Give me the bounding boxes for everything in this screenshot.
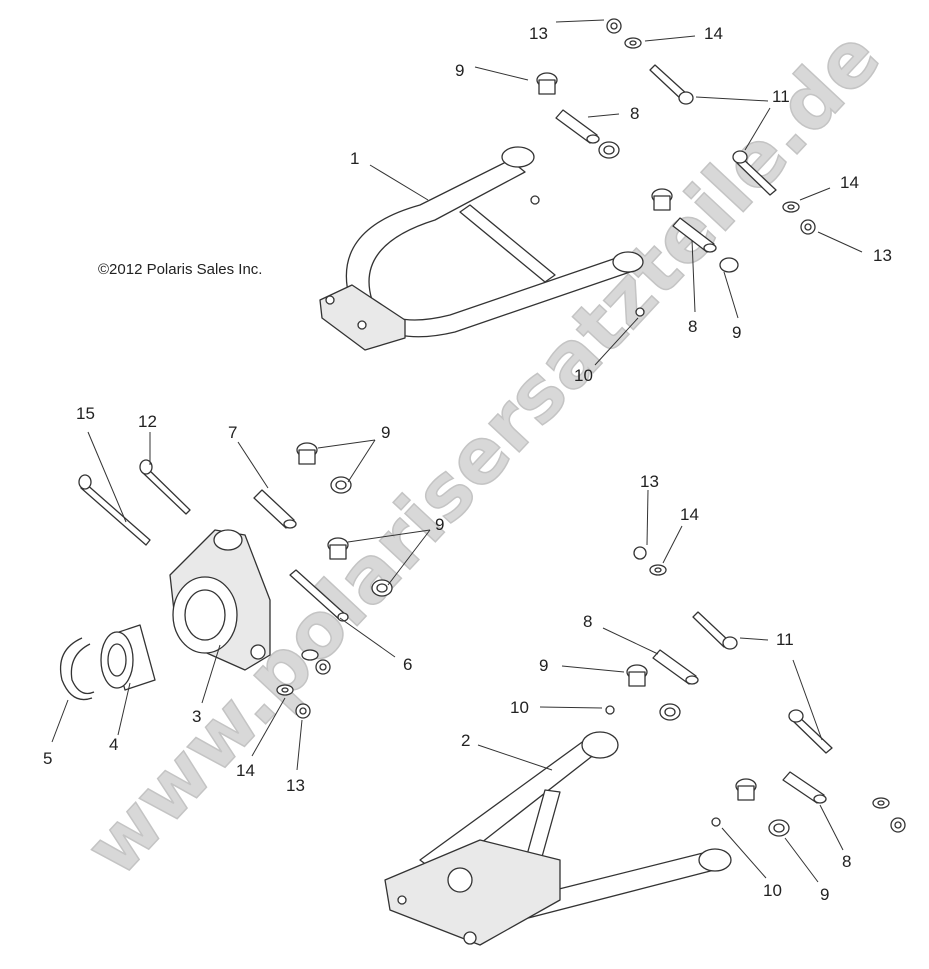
callout-9: 9 (435, 515, 444, 534)
callout-14: 14 (680, 505, 699, 524)
callout-8: 8 (630, 104, 639, 123)
callout-14: 14 (840, 173, 859, 192)
callout-10: 10 (510, 698, 529, 717)
leader-lines (51, 19, 863, 883)
callout-13: 13 (873, 246, 892, 265)
watermark: www.polarisersatzteile.de (68, 13, 897, 893)
callout-11: 11 (776, 630, 794, 649)
callout-10: 10 (763, 881, 782, 900)
callout-2: 2 (461, 731, 470, 750)
copyright-text: ©2012 Polaris Sales Inc. (98, 261, 262, 278)
callout-14: 14 (704, 24, 723, 43)
callout-6: 6 (403, 655, 412, 674)
callout-13: 13 (286, 776, 305, 795)
snap-ring (59, 637, 95, 701)
bolt-11-lower-b (788, 709, 833, 754)
callout-1: 1 (350, 149, 359, 168)
callout-9: 9 (820, 885, 829, 904)
callout-5: 5 (43, 749, 52, 768)
callout-9: 9 (539, 656, 548, 675)
washers-14 (276, 37, 890, 809)
callout-11: 11 (772, 87, 790, 106)
callout-9: 9 (732, 323, 741, 342)
callout-12: 12 (138, 412, 157, 431)
sleeve-8-upper-a (555, 109, 600, 144)
bushings-9 (296, 72, 790, 837)
callout-8: 8 (842, 852, 851, 871)
sleeve-8-upper-b (672, 217, 717, 253)
callout-8: 8 (688, 317, 697, 336)
callout-9: 9 (381, 423, 390, 442)
grease-fittings-10 (530, 195, 721, 827)
bolt-11-upper-a (649, 64, 694, 105)
wheel-bearing (100, 624, 156, 691)
bolt-12 (139, 459, 191, 515)
knuckle (169, 529, 271, 671)
bolt-11-lower-a (692, 611, 738, 650)
callout-labels: 13 14 9 11 8 1 14 13 8 9 10 15 12 7 9 9 … (43, 24, 892, 904)
sleeve-7 (253, 489, 297, 529)
callout-10: 10 (574, 366, 593, 385)
lower-a-arm (384, 731, 732, 946)
callout-8: 8 (583, 612, 592, 631)
callout-3: 3 (192, 707, 201, 726)
upper-a-arm (319, 146, 644, 351)
sleeve-8-lower-b (782, 771, 827, 804)
callout-7: 7 (228, 423, 237, 442)
callout-13: 13 (640, 472, 659, 491)
callout-15: 15 (76, 404, 95, 423)
callout-9: 9 (455, 61, 464, 80)
sleeve-6 (289, 569, 349, 622)
bolt-15 (78, 474, 151, 546)
callout-13: 13 (529, 24, 548, 43)
callout-4: 4 (109, 735, 118, 754)
bolt-11-upper-b (732, 150, 777, 196)
nuts-13 (295, 18, 906, 833)
sleeve-8-lower-a (652, 649, 699, 685)
callout-14: 14 (236, 761, 255, 780)
